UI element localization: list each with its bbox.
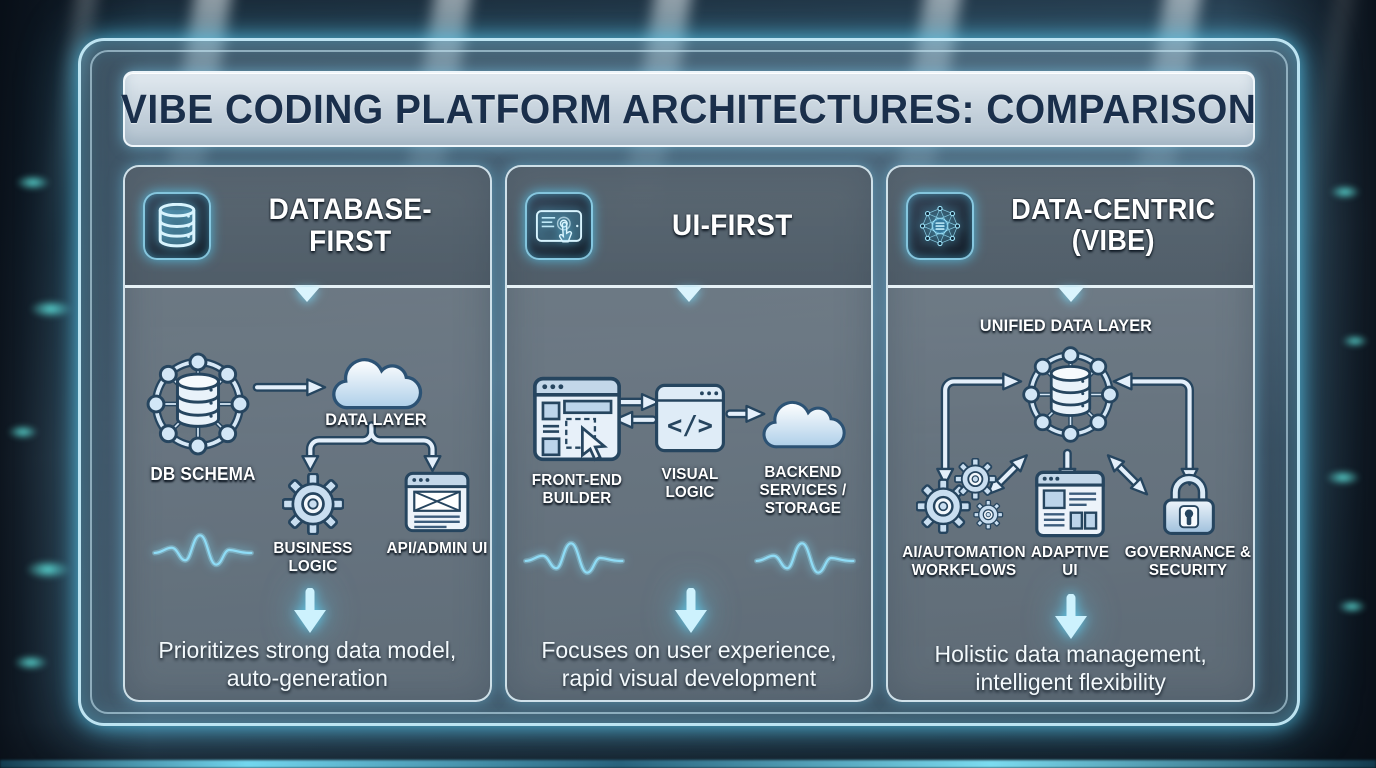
front-end-builder-label: FRONT-END BUILDER: [531, 472, 622, 507]
adaptive-ui-window-icon: [1035, 470, 1106, 538]
server-led-bokeh: [8, 425, 38, 439]
server-led-bokeh: [30, 300, 72, 318]
ai-automation-gears-icon: [916, 458, 1004, 535]
column-summary: Holistic data management, intelligent fl…: [934, 641, 1207, 696]
comparison-columns: DATABASE-FIRST: [123, 165, 1255, 702]
visual-logic-label: VISUAL LOGIC: [661, 466, 719, 501]
data-layer-cloud-icon: [332, 358, 423, 410]
column-title: DATABASE-FIRST: [268, 192, 433, 258]
backend-services-label: BACKEND SERVICES / STORAGE: [759, 464, 847, 517]
page-title: VIBE CODING PLATFORM ARCHITECTURES: COMP…: [121, 85, 1257, 132]
governance-label: GOVERNANCE & SECURITY: [1125, 544, 1252, 579]
db-schema-network-icon: [142, 348, 254, 460]
column-header-ui-first: UI-FIRST: [506, 167, 872, 288]
visual-logic-code-icon: </>: [654, 383, 725, 453]
server-led-bokeh: [14, 655, 48, 670]
connector-arrows: [252, 378, 442, 473]
unified-data-hub-icon: [1018, 342, 1123, 447]
network-database-icon: [906, 192, 975, 260]
infographic-frame: VIBE CODING PLATFORM ARCHITECTURES: COMP…: [78, 38, 1300, 726]
header-pointer-triangle: [675, 287, 702, 302]
column-database-first: DATABASE-FIRST: [123, 165, 492, 702]
backend-cloud-icon: [762, 400, 846, 449]
glow-down-arrow: [288, 588, 332, 636]
server-led-bokeh: [26, 560, 70, 579]
server-led-bokeh: [16, 175, 50, 190]
floor-glow-line: [0, 760, 1376, 768]
column-body-database-first: DB SCHEMA DATA LAYER BUSINESS LOGIC API/…: [125, 287, 490, 700]
adaptive-ui-label: ADAPTIVE UI: [1031, 544, 1110, 579]
board: VIBE CODING PLATFORM ARCHITECTURES: COMP…: [121, 71, 1257, 702]
column-ui-first: UI-FIRST: [504, 165, 874, 702]
waveform-decoration: [753, 536, 857, 580]
title-bar: VIBE CODING PLATFORM ARCHITECTURES: COMP…: [121, 71, 1257, 147]
waveform-decoration: [522, 536, 626, 580]
server-led-bokeh: [1326, 470, 1360, 485]
waveform-decoration: [151, 528, 255, 572]
header-pointer-triangle: [294, 287, 321, 302]
glow-down-arrow: [669, 588, 713, 636]
business-logic-label: BUSINESS LOGIC: [273, 540, 353, 575]
column-header-data-centric: DATA-CENTRIC (VIBE): [888, 167, 1253, 288]
front-end-builder-icon: [532, 376, 621, 462]
header-pointer-triangle: [1057, 287, 1084, 302]
unified-data-layer-label: UNIFIED DATA LAYER: [980, 316, 1153, 335]
glow-down-arrow: [1049, 594, 1093, 642]
column-header-database-first: DATABASE-FIRST: [125, 167, 490, 288]
tablet-touch-icon: [524, 192, 593, 260]
column-data-centric: DATA-CENTRIC (VIBE): [886, 165, 1255, 702]
ai-automation-label: AI/AUTOMATION WORKFLOWS: [902, 544, 1027, 579]
server-led-bokeh: [1338, 600, 1366, 613]
column-summary: Focuses on user experience, rapid visual…: [541, 637, 837, 692]
data-layer-label: DATA LAYER: [325, 410, 427, 429]
database-icon: [143, 192, 211, 260]
column-title: DATA-CENTRIC (VIBE): [1011, 193, 1216, 257]
column-summary: Prioritizes strong data model, auto-gene…: [158, 637, 457, 692]
db-schema-label: DB SCHEMA: [150, 464, 256, 484]
api-admin-ui-label: API/ADMIN UI: [386, 540, 488, 557]
column-body-data-centric: UNIFIED DATA LAYER: [888, 287, 1253, 700]
server-led-bokeh: [1330, 185, 1360, 199]
business-logic-gear-icon: [282, 473, 344, 535]
column-title: UI-FIRST: [671, 208, 793, 242]
governance-padlock-icon: [1163, 473, 1216, 535]
connector-arrows: [612, 393, 766, 429]
column-body-ui-first: </> FRONT-END BUILDER VISUAL LOGIC BACKE…: [507, 287, 872, 700]
api-admin-ui-window-icon: [404, 471, 470, 533]
server-led-bokeh: [1342, 335, 1368, 347]
code-glyph: </>: [667, 411, 713, 441]
